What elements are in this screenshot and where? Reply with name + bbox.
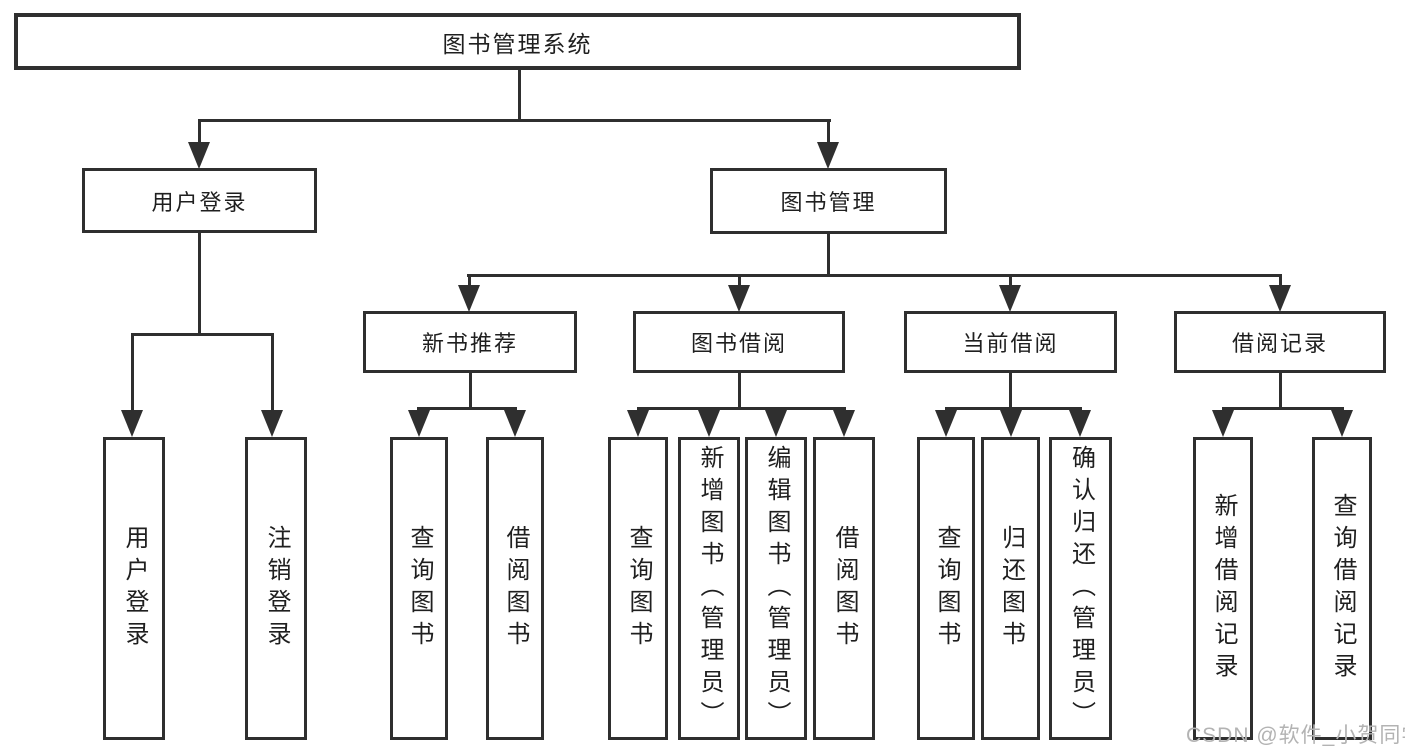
node-user-login: 用户登录 <box>82 168 317 233</box>
connector-line <box>827 119 830 147</box>
arrow-down-icon <box>1331 410 1353 437</box>
connector-line <box>637 407 846 410</box>
connector-line <box>827 234 830 275</box>
arrow-down-icon <box>833 410 855 437</box>
node-book-management: 图书管理 <box>710 168 947 234</box>
arrow-down-icon <box>261 410 283 437</box>
arrow-down-icon <box>1212 410 1234 437</box>
arrow-down-icon <box>458 285 480 312</box>
node-current-borrowing: 当前借阅 <box>904 311 1117 373</box>
connector-line <box>518 68 521 121</box>
connector-line <box>469 373 472 409</box>
connector-line <box>198 119 201 147</box>
connector-line <box>467 274 1282 277</box>
leaf-borrowing-edit-book-admin: 编辑图书（管理员） <box>745 437 807 740</box>
arrow-down-icon <box>1269 285 1291 312</box>
connector-line <box>131 333 134 413</box>
leaf-newbook-borrow-book: 借阅图书 <box>486 437 544 740</box>
watermark: CSDN @软件_小贺同学 <box>1186 724 1405 747</box>
connector-line <box>468 274 471 287</box>
leaf-borrowing-borrow-book: 借阅图书 <box>813 437 875 740</box>
arrow-down-icon <box>408 410 430 437</box>
arrow-down-icon <box>698 410 720 437</box>
leaf-records-add-record: 新增借阅记录 <box>1193 437 1253 740</box>
arrow-down-icon <box>1069 410 1091 437</box>
connector-line <box>1009 274 1012 287</box>
connector-line <box>738 274 741 287</box>
node-new-book-recommend: 新书推荐 <box>363 311 577 373</box>
connector-line <box>198 233 201 334</box>
connector-line <box>131 333 274 336</box>
connector-line <box>1279 274 1282 287</box>
connector-line <box>1279 373 1282 409</box>
connector-line <box>417 407 517 410</box>
arrow-down-icon <box>188 142 210 169</box>
arrow-down-icon <box>1000 410 1022 437</box>
leaf-records-query-record: 查询借阅记录 <box>1312 437 1372 740</box>
leaf-current-query-book: 查询图书 <box>917 437 975 740</box>
arrow-down-icon <box>817 142 839 169</box>
leaf-newbook-query-book: 查询图书 <box>390 437 448 740</box>
arrow-down-icon <box>504 410 526 437</box>
node-borrowing-records: 借阅记录 <box>1174 311 1386 373</box>
node-library-management-system: 图书管理系统 <box>14 13 1021 70</box>
leaf-user-login: 用户登录 <box>103 437 165 740</box>
arrow-down-icon <box>999 285 1021 312</box>
node-book-borrowing: 图书借阅 <box>633 311 845 373</box>
arrow-down-icon <box>935 410 957 437</box>
connector-line <box>1009 373 1012 409</box>
arrow-down-icon <box>765 410 787 437</box>
arrow-down-icon <box>121 410 143 437</box>
connector-line <box>738 373 741 409</box>
leaf-current-confirm-return-admin: 确认归还（管理员） <box>1049 437 1112 740</box>
connector-line <box>271 333 274 413</box>
connector-line <box>198 119 831 122</box>
leaf-borrowing-add-book-admin: 新增图书（管理员） <box>678 437 740 740</box>
leaf-current-return-book: 归还图书 <box>981 437 1040 740</box>
leaf-logout: 注销登录 <box>245 437 307 740</box>
arrow-down-icon <box>728 285 750 312</box>
arrow-down-icon <box>627 410 649 437</box>
connector-line <box>945 407 1082 410</box>
leaf-borrowing-query-book: 查询图书 <box>608 437 668 740</box>
connector-line <box>1222 407 1344 410</box>
